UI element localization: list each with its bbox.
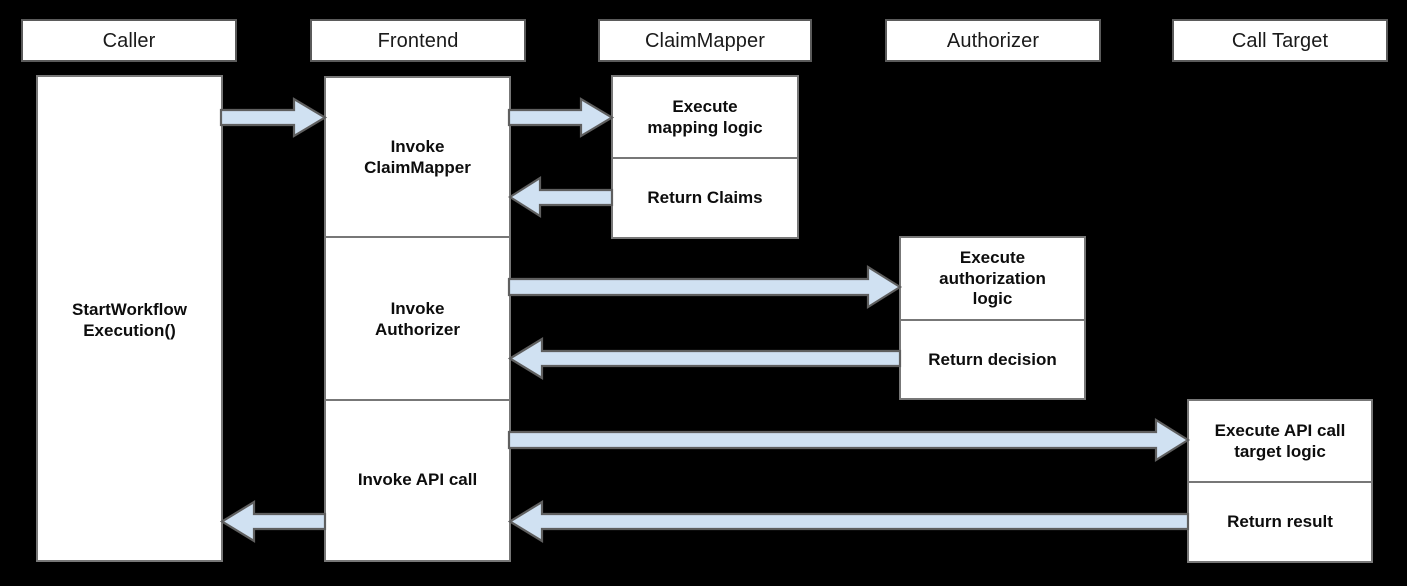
activation-frontend-cell-2: Invoke API call <box>357 470 478 490</box>
message-arrow-frontend-to-claimmapper[interactable] <box>507 97 615 138</box>
activation-calltarget-divider-0 <box>1189 481 1371 483</box>
lifeline-header-calltarget-label: Call Target <box>1231 29 1329 52</box>
message-arrow-frontend-to-authorizer[interactable] <box>507 265 903 309</box>
activation-authorizer-divider-0 <box>901 319 1084 321</box>
message-arrow-authorizer-to-frontend[interactable] <box>507 337 902 380</box>
lifeline-header-caller[interactable]: Caller <box>21 19 237 62</box>
activation-frontend-divider-1 <box>326 399 509 401</box>
message-arrow-caller-to-frontend[interactable] <box>219 97 328 138</box>
activation-frontend-divider-0 <box>326 236 509 238</box>
lifeline-header-frontend[interactable]: Frontend <box>310 19 526 62</box>
message-arrow-calltarget-to-frontend[interactable] <box>507 500 1190 543</box>
lifeline-header-authorizer-label: Authorizer <box>946 29 1040 52</box>
lifeline-header-caller-label: Caller <box>102 29 156 52</box>
message-arrow-claimmapper-to-frontend[interactable] <box>507 176 614 218</box>
activation-claimmapper-cell-1: Return Claims <box>647 187 763 207</box>
message-arrow-frontend-to-calltarget[interactable] <box>507 418 1191 462</box>
activation-claimmapper-divider-0 <box>613 157 797 159</box>
lifeline-header-authorizer[interactable]: Authorizer <box>885 19 1101 62</box>
activation-authorizer-cell-1: Return decision <box>928 349 1057 369</box>
lifeline-header-claimmapper-label: ClaimMapper <box>644 29 766 52</box>
lifeline-header-calltarget[interactable]: Call Target <box>1172 19 1388 62</box>
lifeline-header-claimmapper[interactable]: ClaimMapper <box>598 19 812 62</box>
activation-calltarget-cell-1: Return result <box>1227 511 1333 531</box>
lifeline-header-frontend-label: Frontend <box>377 29 459 52</box>
message-arrow-frontend-to-caller[interactable] <box>219 500 327 543</box>
